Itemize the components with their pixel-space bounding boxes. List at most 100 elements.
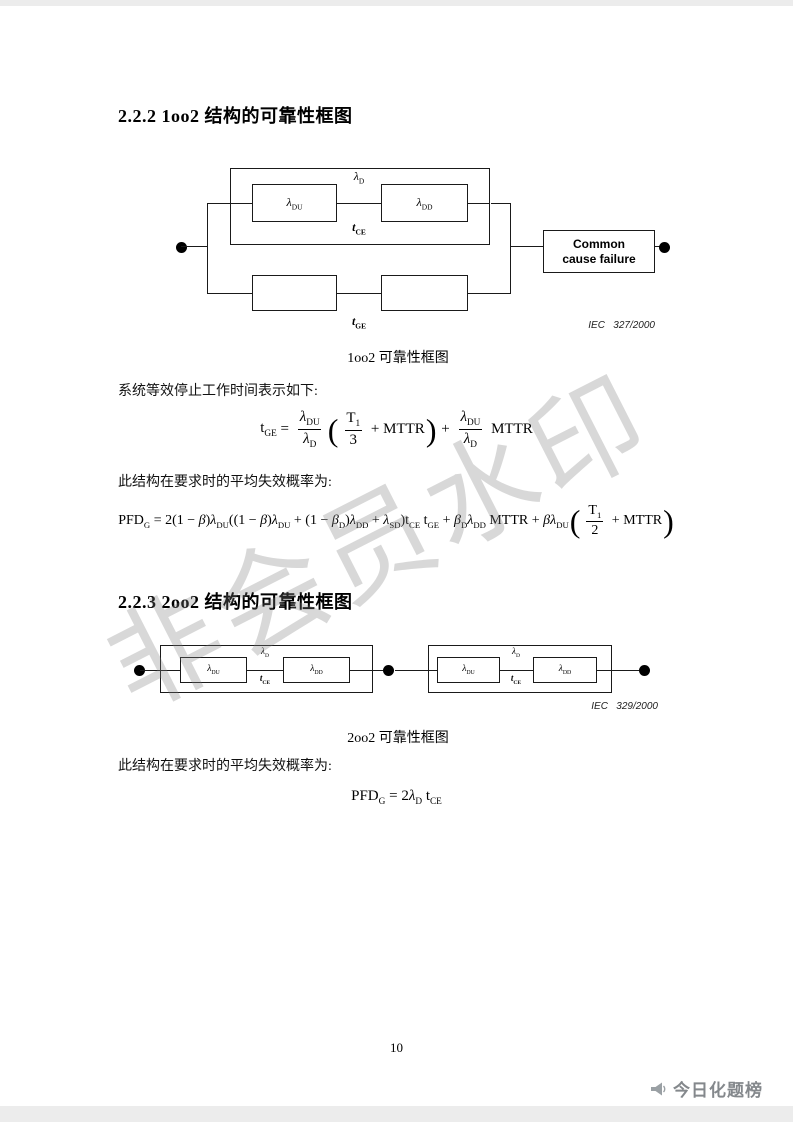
formula-term: + (1 − <box>290 512 332 528</box>
open-paren: ( <box>569 503 581 540</box>
formula-term: PFDG <box>118 512 151 530</box>
connector-line <box>491 203 510 204</box>
lambda-du-label: λDU <box>286 194 303 212</box>
formula-term: ((1 − <box>228 512 261 528</box>
iec-reference-329: IEC 329/2000 <box>591 701 658 712</box>
connector-line <box>500 670 533 671</box>
numerator: λDU <box>460 409 481 428</box>
common-cause-failure-box: Common cause failure <box>543 230 655 273</box>
block-lambda-du: λDU <box>252 184 337 222</box>
equals-sign: = <box>276 421 293 438</box>
block-lambda-du-2: λDU <box>437 657 500 683</box>
formula-term: β <box>260 512 268 528</box>
connector-line <box>597 670 612 671</box>
open-paren: ( <box>327 411 339 448</box>
connector-line <box>208 293 252 294</box>
redundant-block-1 <box>252 275 337 311</box>
connector-line <box>207 203 230 204</box>
formula-term: βD <box>331 512 346 530</box>
mid-node-dot <box>383 665 394 676</box>
formula-term: tCE <box>422 788 442 807</box>
top-border-strip <box>0 0 793 6</box>
lambda-dd-label: λDD <box>416 194 433 212</box>
formula-term: MTTR <box>487 421 533 438</box>
close-paren: ) <box>663 503 674 540</box>
lambda-d-label: λD <box>353 169 365 186</box>
connector-line <box>510 203 511 294</box>
formula-term: = 2 <box>385 788 409 804</box>
connector-line <box>612 670 639 671</box>
connector-line <box>231 203 252 204</box>
denominator: 3 <box>344 429 362 451</box>
redundant-block-2 <box>381 275 468 311</box>
fraction: λDU λD <box>455 408 485 451</box>
ccf-text-line2: cause failure <box>562 251 636 266</box>
block-lambda-du-1: λDU <box>180 657 247 683</box>
formula-term: + <box>439 512 454 528</box>
connector-line <box>337 203 381 204</box>
formula-term: PFDG <box>351 788 386 807</box>
formula-term: tGE <box>420 512 440 530</box>
para-equivalent-downtime: 系统等效停止工作时间表示如下: <box>118 384 318 399</box>
formula-term: ) <box>267 512 272 528</box>
plus-sign: + <box>437 421 454 438</box>
denominator: 2 <box>586 521 604 540</box>
diagram-2oo2-caption: 2oo2 可靠性框图 <box>347 731 449 746</box>
connector-line <box>429 670 437 671</box>
formula-term: + MTTR <box>367 421 425 438</box>
connector-line <box>161 670 180 671</box>
t-ce-label: tCE <box>259 673 271 686</box>
formula-term: + <box>368 512 384 528</box>
footer-logo: 今日化题榜 <box>650 1076 763 1101</box>
fraction: λDU λD <box>295 408 325 451</box>
formula-term: )tCE <box>400 512 421 530</box>
formula-term: MTTR + <box>485 512 544 528</box>
connector-line <box>468 293 510 294</box>
formula-term: λDD <box>349 512 369 530</box>
formula-pfd-1oo2: PFDG = 2(1 − β)λDU((1 − β)λDU + (1 − βD)… <box>60 502 733 540</box>
iec-reference-327: IEC 327/2000 <box>588 320 655 331</box>
formula-tge: tGE = λDU λD ( T1 3 + MTTR ) + λDU λD MT… <box>60 408 733 451</box>
formula-term: λD <box>408 788 423 807</box>
formula-term: λDU <box>210 512 229 530</box>
close-paren: ) <box>425 411 437 448</box>
formula-term: λDU <box>271 512 291 530</box>
input-node-dot <box>134 665 145 676</box>
t-ge-label: tGE <box>351 314 367 331</box>
block-lambda-dd-1: λDD <box>283 657 350 683</box>
formula-term: λSD <box>383 512 401 530</box>
block-lambda-dd-2: λDD <box>533 657 597 683</box>
formula-term: ) <box>345 512 350 528</box>
formula-term: λDU <box>550 512 569 530</box>
numerator: T1 <box>588 503 602 520</box>
connector-line <box>207 203 208 294</box>
denominator: λD <box>298 429 322 451</box>
formula-term: tGE <box>260 420 277 440</box>
input-node-dot <box>176 242 187 253</box>
diagram-1oo2: λDU λDD λD tCE tGE Common cause failure … <box>118 158 678 348</box>
fraction: T1 3 <box>341 409 365 451</box>
connector-line <box>140 670 160 671</box>
connector-line <box>395 670 428 671</box>
formula-term: βD <box>453 512 468 530</box>
lambda-d-label: λD <box>512 646 520 659</box>
connector-line <box>247 670 283 671</box>
t-ce-label: tCE <box>352 220 366 237</box>
lambda-dd-label: λDD <box>310 664 323 676</box>
lambda-d-label: λD <box>261 646 269 659</box>
section-heading-223: 2.2.3 2oo2 结构的可靠性框图 <box>118 592 353 612</box>
page-number: 10 <box>390 1040 403 1055</box>
numerator: T1 <box>346 409 361 429</box>
output-node-dot <box>639 665 650 676</box>
formula-term: β <box>198 512 206 528</box>
megaphone-icon <box>651 1082 666 1095</box>
block-lambda-dd: λDD <box>381 184 468 222</box>
para-pfd-intro-1oo2: 此结构在要求时的平均失效概率为: <box>118 475 332 490</box>
formula-term: ) <box>205 512 211 528</box>
bottom-border-strip <box>0 1106 793 1122</box>
diagram-1oo2-caption: 1oo2 可靠性框图 <box>347 351 449 366</box>
footer-logo-text: 今日化题榜 <box>673 1081 763 1100</box>
output-node-dot <box>659 242 670 253</box>
